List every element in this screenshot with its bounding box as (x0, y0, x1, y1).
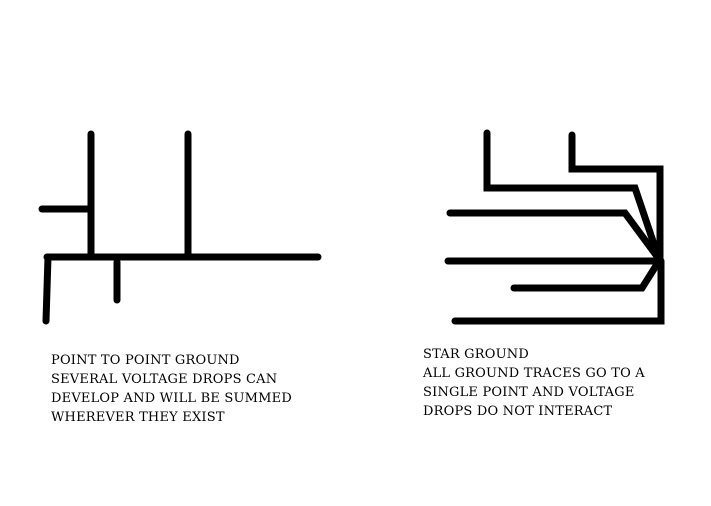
star-trace-2 (568, 131, 664, 263)
star-ground-sketch (444, 129, 665, 325)
point-to-point-caption-line: SEVERAL VOLTAGE DROPS CAN (51, 372, 278, 387)
star-trace-5 (510, 257, 663, 292)
point-to-point-caption-line: WHEREVER THEY EXIST (51, 410, 225, 425)
point-to-point-caption-line: POINT TO POINT GROUND (51, 353, 240, 368)
star-trace-6 (451, 257, 665, 325)
star-ground-caption: STAR GROUND ALL GROUND TRACES GO TO A SI… (423, 345, 645, 421)
point-to-point-caption-line: DEVELOP AND WILL BE SUMMED (51, 391, 292, 406)
star-trace-1 (483, 129, 663, 263)
ptp-left-drop-trace (42, 253, 52, 325)
star-ground-caption-line: DROPS DO NOT INTERACT (423, 404, 613, 419)
point-to-point-caption: POINT TO POINT GROUND SEVERAL VOLTAGE DR… (51, 351, 292, 427)
point-to-point-ground-sketch (38, 130, 322, 325)
star-ground-caption-line: SINGLE POINT AND VOLTAGE (423, 385, 635, 400)
star-ground-caption-line: ALL GROUND TRACES GO TO A (423, 366, 645, 381)
star-ground-caption-line: STAR GROUND (423, 347, 529, 362)
star-trace-3 (446, 209, 663, 263)
